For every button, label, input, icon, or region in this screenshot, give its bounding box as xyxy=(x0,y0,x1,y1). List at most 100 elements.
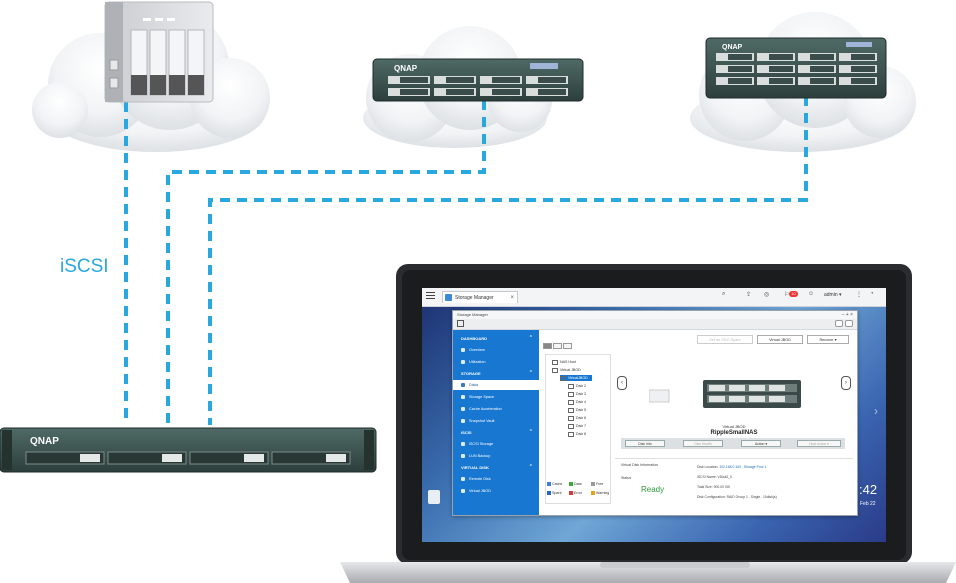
tree-item[interactable]: Disk 3 xyxy=(568,391,586,397)
status-value: Ready xyxy=(641,485,665,494)
alert-icon[interactable]: ◎ xyxy=(764,292,770,298)
view-detail-icon[interactable] xyxy=(563,343,572,349)
device-detail: ‹ › Virtual JBOD RippleSmallNAS Disk Inf… xyxy=(615,352,853,452)
tree-item-label: Disk 2 xyxy=(576,384,586,388)
link-middle-nas xyxy=(166,100,486,425)
qnap-logo-middle: QNAP xyxy=(394,64,418,73)
sidebar-section[interactable]: iSCSI⌃ xyxy=(453,428,539,437)
tower-nas xyxy=(104,1,214,103)
user-icon[interactable]: ☺ xyxy=(808,291,815,297)
help-icon[interactable] xyxy=(845,320,853,327)
tree-item-label: Virtual JBOD xyxy=(560,368,581,372)
device-host-name: RippleSmallNAS xyxy=(710,430,758,436)
notification-icon[interactable]: ⚐ xyxy=(784,292,790,298)
view-grid-icon[interactable] xyxy=(553,343,562,349)
tree-item[interactable]: Disk 5 xyxy=(568,407,586,413)
legend-label: Warning xyxy=(596,491,610,495)
sidebar-item-icon xyxy=(461,454,465,458)
laptop-screen: Storage Manager × ⌕ ⇪ ◎ ⚐ 10 ☺ admin ▾ ⋮… xyxy=(422,288,886,542)
settings-icon[interactable] xyxy=(835,320,843,327)
legend-swatch xyxy=(547,491,551,496)
action-button[interactable]: Action ▾ xyxy=(741,440,781,447)
window-controls[interactable]: – + × xyxy=(841,312,853,318)
recycle-bin-icon[interactable] xyxy=(428,490,440,504)
legend-label: Spare xyxy=(552,491,562,495)
legend-item: Data xyxy=(569,482,582,487)
legend-label: Cache xyxy=(552,482,563,486)
host-action-button[interactable]: Host Action ▾ xyxy=(797,440,841,447)
recover-button[interactable]: Recover ▾ xyxy=(807,335,849,344)
sidebar-section-label: DASHBOARD xyxy=(461,336,487,341)
next-device-button[interactable]: › xyxy=(841,376,851,390)
sidebar-section[interactable]: DASHBOARD⌃ xyxy=(453,334,539,343)
legend-label: Error xyxy=(574,491,582,495)
sidebar-item-label: Utilization xyxy=(469,360,486,364)
sidebar-item-label: Cache Acceleration xyxy=(469,407,502,411)
virtual-disk-info: Virtual Disk Information Status Ready Di… xyxy=(615,458,853,513)
tree-item[interactable]: NAS Host xyxy=(552,359,576,365)
tree-item[interactable]: Disk 4 xyxy=(568,399,586,405)
set-spare-button[interactable]: Set as GSO Spare xyxy=(697,335,753,344)
disk-icon xyxy=(560,375,566,381)
qnap-logo-bottom: QNAP xyxy=(30,436,59,447)
disk-icon xyxy=(568,383,574,389)
tree-item[interactable]: Disk 8 xyxy=(568,431,586,437)
chevron-up-icon: ⌃ xyxy=(528,464,533,470)
device-image xyxy=(649,380,801,408)
user-menu[interactable]: admin ▾ xyxy=(824,292,842,298)
view-switch xyxy=(543,336,573,354)
qnap-logo-right: QNAP xyxy=(722,44,743,51)
tab-storage-manager[interactable]: Storage Manager × xyxy=(442,291,518,303)
legend-swatch xyxy=(591,482,595,487)
virtual-jbod-button[interactable]: Virtual JBOD xyxy=(757,335,803,344)
storage-manager-window: Storage Manager – + × DASHBOARD⌃Overview… xyxy=(452,310,858,516)
sidebar-item[interactable]: LUN Backup xyxy=(453,451,539,461)
sidebar-section-label: VIRTUAL DISK xyxy=(461,465,489,470)
info-title: Virtual Disk Information xyxy=(621,463,659,467)
disk-icon xyxy=(568,423,574,429)
iscsi-links xyxy=(124,96,808,425)
search-icon[interactable]: ⌕ xyxy=(722,291,726,297)
dashboard-icon[interactable]: ◔ xyxy=(870,291,874,297)
disk-info-button[interactable]: Disk Info xyxy=(625,440,665,447)
tree-item[interactable]: VirtualJBOD xyxy=(560,375,592,381)
desktop-next-arrow-icon[interactable]: › xyxy=(874,404,878,418)
legend-item: Warning xyxy=(591,491,610,496)
legend-label: Data xyxy=(574,482,582,486)
tree-item-label: NAS Host xyxy=(560,360,576,364)
sidebar-item[interactable]: Overview xyxy=(453,345,539,355)
tree-item-label: Disk 6 xyxy=(576,416,586,420)
sidebar-item[interactable]: Remote Disk xyxy=(453,474,539,484)
sidebar-item[interactable]: iSCSI Storage xyxy=(453,439,539,449)
tree-item[interactable]: Disk 2 xyxy=(568,383,586,389)
upload-icon[interactable]: ⇪ xyxy=(746,292,752,298)
legend-swatch xyxy=(569,491,573,496)
window-title-text: Storage Manager xyxy=(457,312,488,317)
tree-item[interactable]: Disk 7 xyxy=(568,423,586,429)
tree-item[interactable]: Virtual JBOD xyxy=(552,367,581,373)
sidebar-item[interactable]: Cache Acceleration xyxy=(453,404,539,414)
sidebar-section[interactable]: STORAGE⌃ xyxy=(453,369,539,378)
sidebar-item[interactable]: Snapshot Vault xyxy=(453,416,539,426)
sidebar-item-icon xyxy=(461,442,465,446)
sidebar-section[interactable]: VIRTUAL DISK ⌃ xyxy=(453,463,539,472)
window-title: Storage Manager – + × xyxy=(453,311,857,319)
disk-health-button[interactable]: Disk Health xyxy=(683,440,723,447)
sidebar-item[interactable]: Storage Space xyxy=(453,392,539,402)
sidebar-item[interactable]: Virtual JBOD xyxy=(453,486,539,496)
sidebar-item[interactable]: Disks xyxy=(453,380,539,390)
sidebar-item[interactable]: Utilization xyxy=(453,357,539,367)
more-icon[interactable]: ⋮ xyxy=(856,292,862,298)
tree-item-label: Disk 3 xyxy=(576,392,586,396)
disk-location-label: Disk Location: xyxy=(697,465,719,469)
tree-item-label: Disk 7 xyxy=(576,424,586,428)
menu-icon[interactable] xyxy=(426,291,435,300)
chevron-up-icon: ⌃ xyxy=(528,370,533,376)
tree-item[interactable]: Disk 6 xyxy=(568,415,586,421)
sidebar-item-icon xyxy=(461,419,465,423)
prev-device-button[interactable]: ‹ xyxy=(617,376,627,390)
tab-close-icon[interactable]: × xyxy=(510,295,514,301)
view-list-icon[interactable] xyxy=(543,343,552,349)
disk-location-link[interactable]: 192.168.0.163 , Storage Pool 1 xyxy=(719,465,767,469)
